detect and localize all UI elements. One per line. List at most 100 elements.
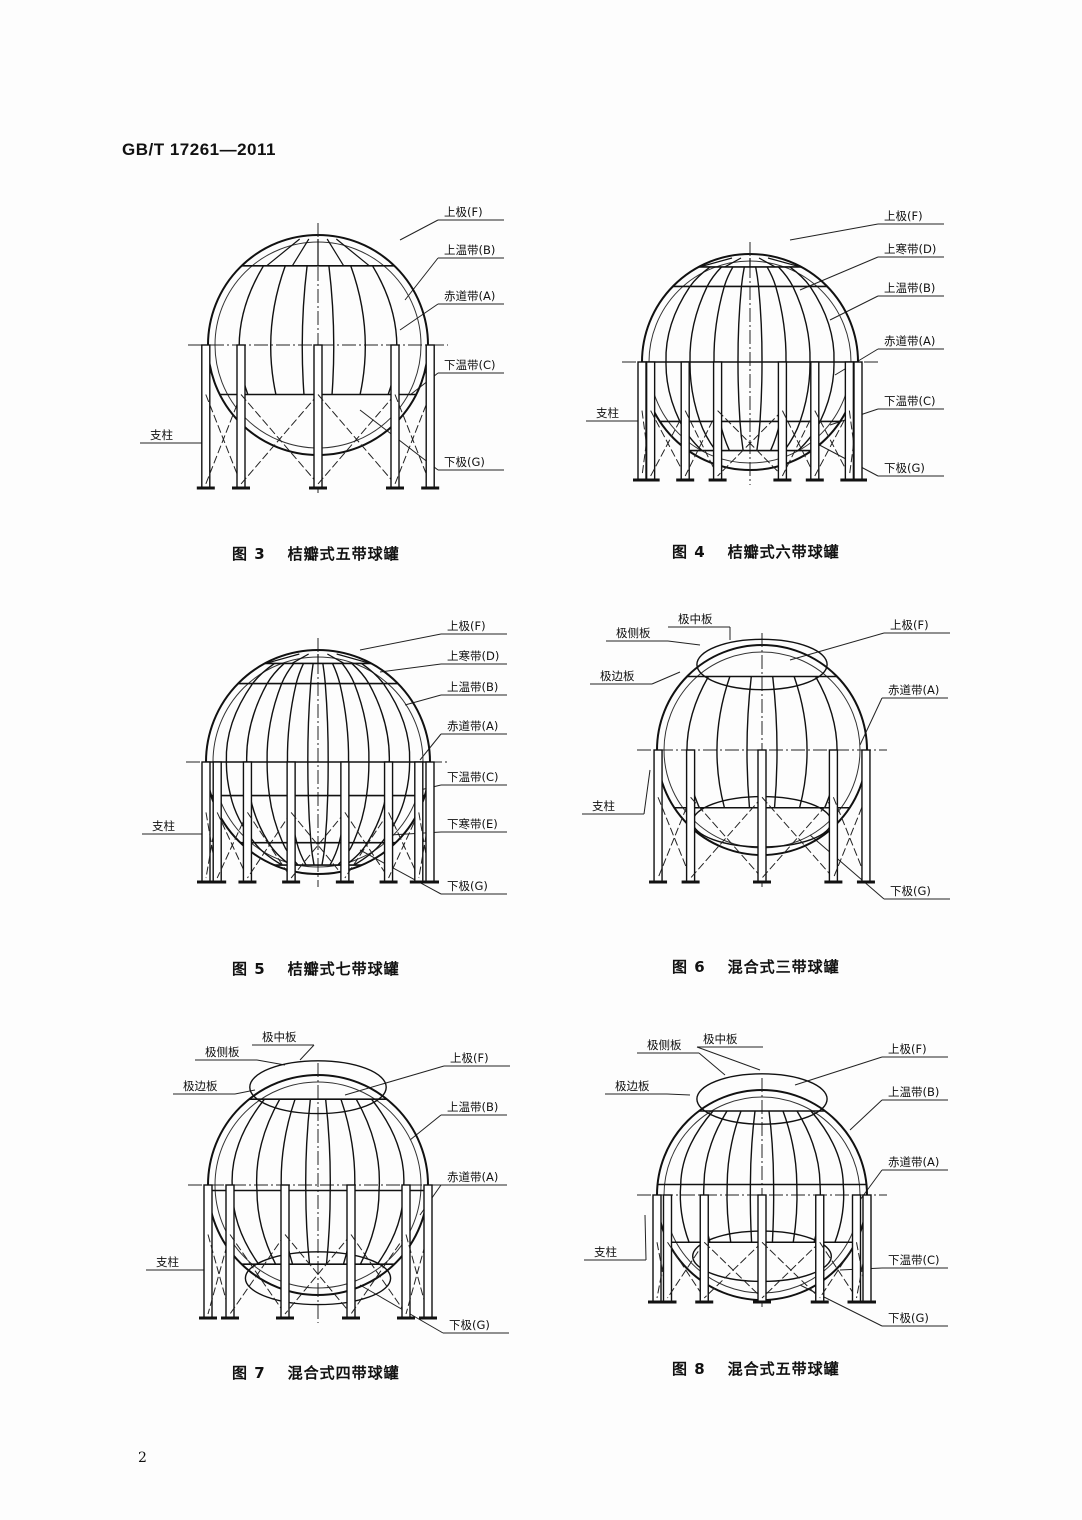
callout-label: 支柱: [596, 406, 619, 420]
cross-brace: [656, 1242, 668, 1299]
meridian-seam: [351, 662, 370, 684]
leader-line: [666, 1093, 691, 1096]
support-column: [757, 1194, 767, 1303]
callout-label: 下极(G): [447, 879, 488, 893]
figure-number: 图 8: [672, 1360, 706, 1378]
callout-label: 支柱: [594, 1245, 617, 1259]
callout-label: 下极(G): [449, 1318, 490, 1332]
cross-brace: [690, 796, 763, 879]
meridian-seam: [810, 1110, 844, 1185]
meridian-seam: [723, 266, 734, 287]
cross-brace: [290, 812, 346, 879]
meridian-seam: [310, 842, 315, 866]
cross-brace: [690, 796, 763, 879]
meridian-seam: [757, 286, 763, 363]
callout-label: 下极(G): [888, 1311, 929, 1325]
support-column: [425, 761, 435, 883]
meridian-seam: [307, 795, 312, 843]
support-column: [346, 1184, 356, 1319]
meridian-seam: [689, 361, 701, 422]
callout-label: 下极(G): [890, 884, 931, 898]
leader-line: [399, 219, 439, 241]
callout-label: 上极(F): [444, 205, 483, 219]
meridian-seam: [766, 266, 777, 287]
callout-label: 赤道带(A): [447, 719, 499, 733]
meridian-seam: [280, 1098, 296, 1191]
callout-label: 下温带(C): [884, 394, 936, 408]
cross-brace: [819, 1241, 857, 1299]
meridian-seam: [809, 286, 835, 363]
meridian-seam: [322, 663, 326, 684]
figure-number: 图 7: [232, 1364, 266, 1382]
meridian-seam: [706, 266, 723, 287]
callout-label: 极侧板: [616, 626, 651, 640]
page-number: 2: [138, 1450, 147, 1466]
support-column: [653, 749, 663, 883]
leader-line: [359, 633, 442, 651]
meridian-seam: [353, 683, 370, 763]
polar-seam: [266, 238, 301, 267]
meridian-seam: [739, 421, 744, 451]
cross-brace: [205, 394, 242, 485]
figure-title: 桔瓣式五带球罐: [287, 545, 400, 563]
meridian-seam: [353, 842, 383, 866]
callout-label: 上温带(B): [447, 1100, 499, 1114]
meridian-seam: [726, 1184, 732, 1243]
standard-header: GB/T 17261—2011: [122, 140, 276, 159]
callout-label: 上温带(B): [884, 281, 936, 295]
meridian-seam: [819, 361, 835, 422]
polar-seam: [724, 257, 742, 268]
support-column: [401, 1184, 411, 1319]
support-column: [201, 344, 211, 489]
leader-line: [404, 257, 439, 301]
cross-brace: [657, 797, 692, 879]
support-column: [680, 361, 690, 481]
cross-brace: [284, 1234, 352, 1315]
callout-label: 赤道带(A): [884, 334, 936, 348]
callout-label: 极边板: [600, 669, 635, 683]
meridian-seam: [341, 663, 356, 684]
support-column: [390, 344, 400, 489]
callout-label: 上寒带(D): [447, 649, 500, 663]
polar-plate-ring: [244, 1251, 392, 1306]
meridian-seam: [305, 1099, 312, 1191]
meridian-seam: [266, 683, 283, 763]
leader-line: [404, 694, 442, 706]
callout-label: 支柱: [592, 799, 615, 813]
leader-line: [419, 733, 442, 761]
leader-line: [696, 1046, 761, 1071]
leader-line: [299, 1044, 315, 1061]
leader-line: [789, 223, 879, 241]
cross-brace: [216, 812, 248, 879]
callout-label: 极中板: [703, 1032, 738, 1046]
meridian-seam: [361, 662, 385, 685]
meridian-seam: [340, 1098, 356, 1191]
meridian-seam: [266, 662, 285, 684]
meridian-seam: [768, 1110, 775, 1185]
callout-label: 下温带(C): [444, 358, 496, 372]
polar-seam: [758, 257, 776, 268]
meridian-seam: [366, 795, 387, 844]
meridian-seam: [799, 361, 811, 422]
cross-brace: [761, 1241, 821, 1299]
meridian-seam: [740, 266, 745, 287]
polar-seam: [335, 238, 370, 267]
meridian-seam: [359, 1190, 380, 1265]
support-column: [662, 1194, 673, 1303]
polar-seam: [699, 257, 733, 268]
meridian-seam: [324, 1099, 331, 1191]
figure-number: 图 3: [232, 545, 266, 563]
callout-label: 下极(G): [444, 455, 485, 469]
meridian-seam: [716, 676, 731, 808]
support-column: [777, 361, 788, 481]
polar-seam: [291, 238, 310, 267]
leader-line: [809, 439, 879, 477]
support-column: [313, 344, 323, 489]
figure-title: 桔瓣式六带球罐: [727, 543, 840, 561]
support-column: [280, 1184, 290, 1319]
callout-label: 下温带(C): [447, 770, 499, 784]
callout-label: 上寒带(D): [884, 242, 937, 256]
meridian-seam: [737, 286, 743, 363]
